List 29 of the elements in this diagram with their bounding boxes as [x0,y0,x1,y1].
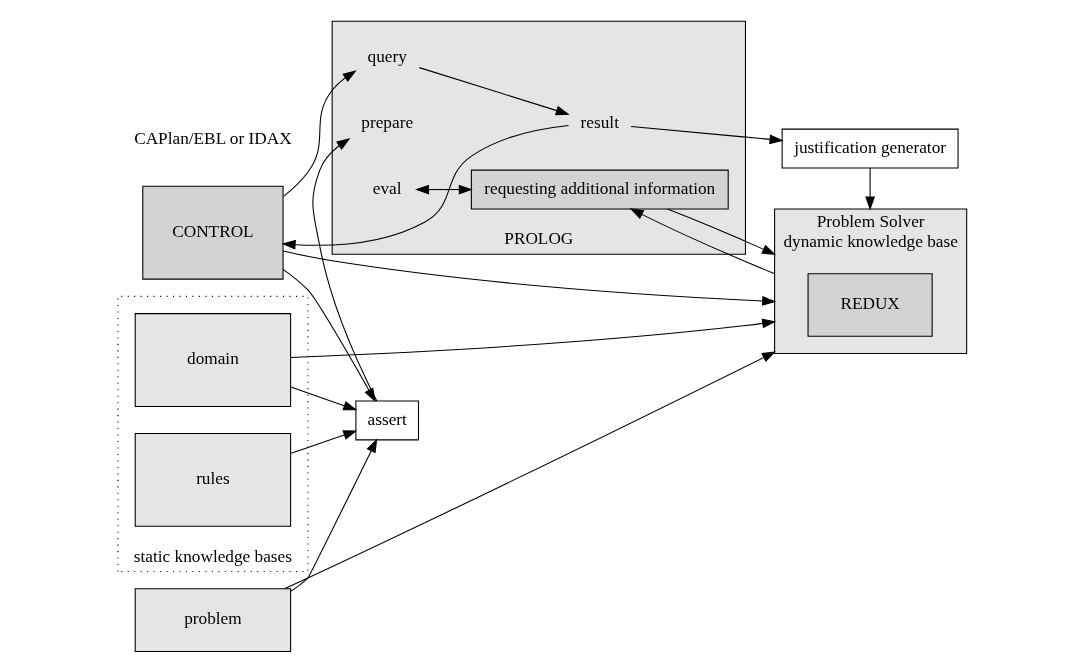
node-box: rules [134,432,291,527]
node-text: eval [372,178,402,198]
arrow [282,250,776,306]
node-text: result [580,112,619,132]
node-box: requesting additional information [470,169,729,210]
arrow [418,67,570,116]
arrow [283,351,776,590]
node-box: justification generator [781,128,959,169]
arrow [282,70,357,197]
node-box: domain [134,313,291,407]
arrow [289,438,377,592]
arrow [282,268,376,403]
node-text: prepare [360,112,413,132]
arrow [289,318,776,358]
label: CAPlan/EBL or IDAX [133,129,292,149]
node-box: REDUX [807,273,933,337]
arrow [289,386,357,411]
arrow [311,138,377,402]
node-box: assert [354,400,419,441]
arrow [289,430,357,454]
arrow [414,184,473,195]
arrow [666,208,776,255]
arrow [281,124,569,250]
arrow [864,167,875,211]
node-text: query [367,47,407,66]
arrow [629,208,775,275]
arrow [630,125,784,145]
node-box: CONTROL [141,185,284,280]
node-box: problem [134,588,291,652]
